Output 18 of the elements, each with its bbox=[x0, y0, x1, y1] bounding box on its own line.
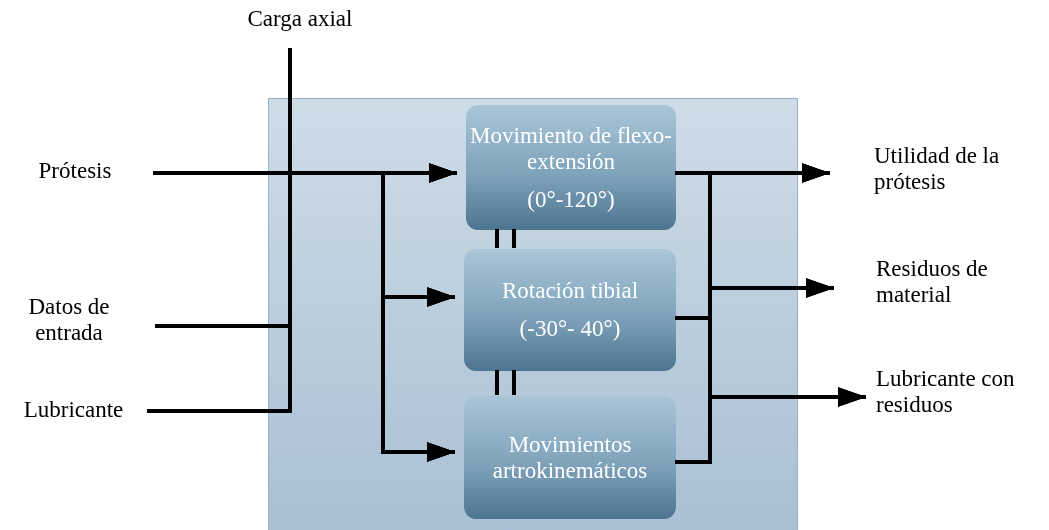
process-box bbox=[466, 105, 676, 230]
flow-label: Datos de entrada bbox=[27, 294, 111, 346]
flow-label: Lubricante bbox=[22, 397, 125, 423]
box-text: (0°-120°) bbox=[527, 186, 615, 213]
flow-label: Residuos de material bbox=[876, 256, 989, 308]
flow-label: Prótesis bbox=[37, 158, 113, 184]
box-text: (-30°- 40°) bbox=[519, 316, 621, 342]
flow-label: Carga axial bbox=[246, 6, 354, 32]
process-box bbox=[464, 396, 676, 519]
flow-label: Lubricante con residuos bbox=[876, 366, 1016, 418]
box-text: Movimiento de flexo-extensión bbox=[469, 122, 673, 175]
box-text: Movimientos artrokinemáticos bbox=[491, 431, 649, 484]
process-box bbox=[464, 249, 676, 371]
box-text: Rotación tibial bbox=[501, 278, 639, 304]
connector-line bbox=[495, 227, 516, 250]
flow-label: Utilidad de la prótesis bbox=[874, 143, 1001, 195]
connector-line bbox=[495, 368, 516, 397]
system-panel bbox=[268, 98, 798, 530]
